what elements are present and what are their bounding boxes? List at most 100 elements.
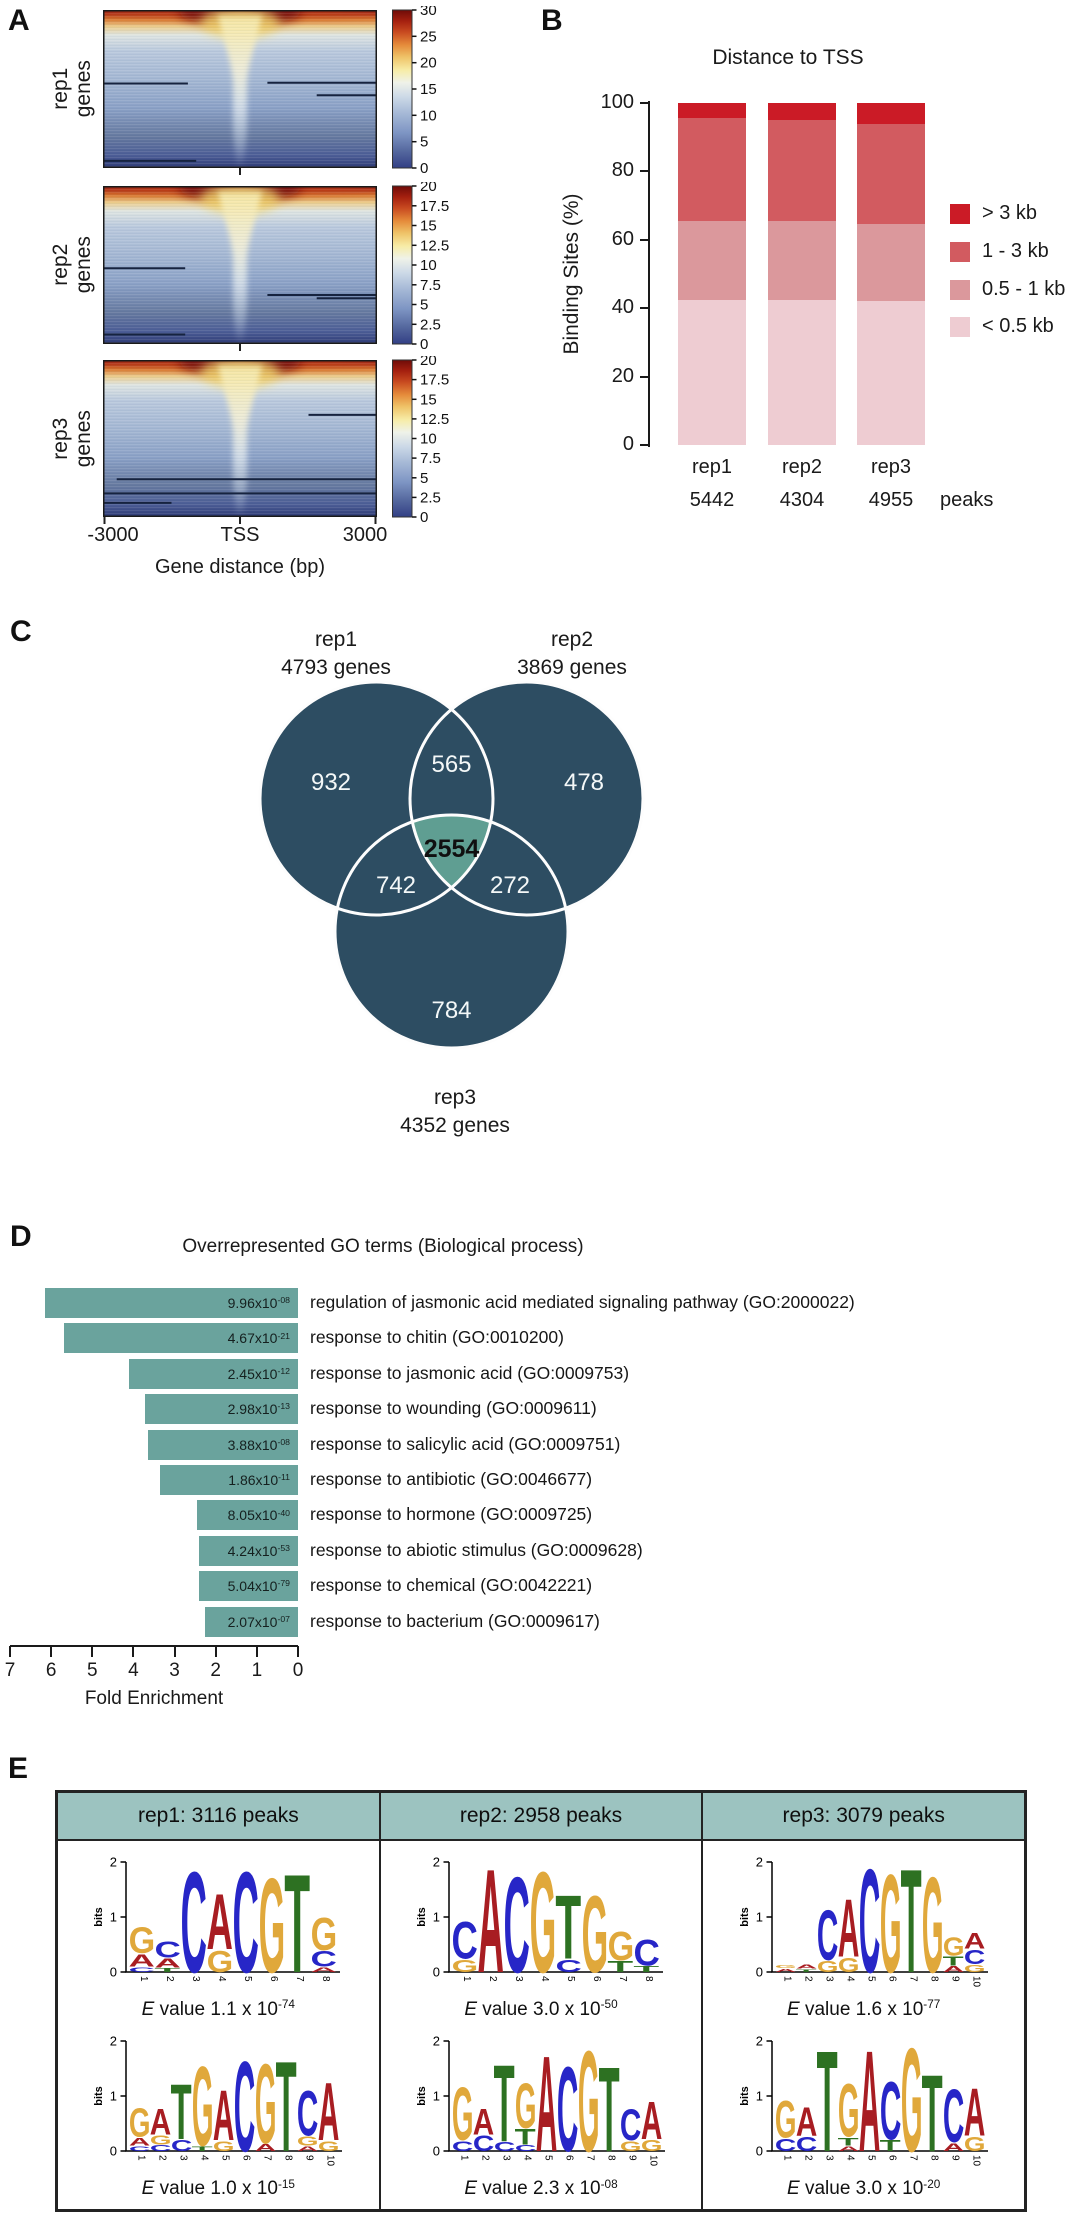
logo-position-label: 4 <box>844 1976 855 1982</box>
go-bar-pvalue: 3.88x10-08 <box>227 1436 290 1453</box>
logo-position-label: 1 <box>459 2155 470 2161</box>
logo-letter-G: G <box>608 1923 635 1969</box>
logo-letter-C: C <box>963 1946 984 1968</box>
logo-position-label: 10 <box>325 2155 336 2167</box>
logo-position-label: 9 <box>304 2155 315 2161</box>
logo-letter-C: C <box>181 1850 207 1998</box>
logo-position-label: 3 <box>823 1976 834 1982</box>
go-axis-tick-label: 1 <box>251 1660 263 1681</box>
logo-letter-C: C <box>297 2078 318 2150</box>
logo-letter-C: C <box>129 1966 155 1973</box>
logo-letter-A: A <box>536 2029 557 2177</box>
logo-letter-G: G <box>452 2074 474 2158</box>
colorbar-tick-label: 12.5 <box>420 237 449 254</box>
go-bar <box>160 1465 298 1495</box>
logo-letter-T: T <box>192 2146 213 2153</box>
heatmap-xtick-center: TSS <box>220 524 260 546</box>
colorbar-tick-label: 20 <box>420 356 437 369</box>
logo-letter-T: T <box>795 1969 816 1973</box>
go-bar-pvalue: 2.98x10-13 <box>227 1401 290 1418</box>
logo-letter-T: T <box>515 2126 537 2150</box>
logo-letter-G: G <box>452 1955 479 1975</box>
logo-letter-C: C <box>504 1850 530 1998</box>
panel-c-label: C <box>10 615 32 648</box>
logo-position-label: 5 <box>865 2155 876 2161</box>
heatmap-row-label: rep2 genes <box>44 186 102 344</box>
logo-position-label: 1 <box>461 1976 472 1982</box>
logo-letter-T: T <box>155 1967 182 1972</box>
colorbar-tick-label: 2.5 <box>420 489 441 506</box>
go-term-label: regulation of jasmonic acid mediated sig… <box>310 1292 855 1312</box>
logo-ytick: 2 <box>433 2034 440 2049</box>
logo-letter-C: C <box>311 1947 337 1971</box>
go-term-label: response to chitin (GO:0010200) <box>310 1327 564 1348</box>
logo-bits-label: bits <box>739 1907 751 1927</box>
logo-letter-C: C <box>879 2066 900 2158</box>
tss-heatmap-plot <box>103 186 377 351</box>
go-bar-pvalue: 4.67x10-21 <box>227 1330 290 1347</box>
logo-evalue: E value 3.0 x 10-50 <box>464 1998 618 2020</box>
logo-letter-T: T <box>816 2029 837 2177</box>
colorbar-tick-label: 15 <box>420 218 437 235</box>
logo-letter-G: G <box>259 1850 286 1998</box>
stacked-bar-segment <box>768 120 836 221</box>
go-bar-pvalue: 2.07x10-07 <box>227 1613 290 1630</box>
logo-letter-G: G <box>641 2137 663 2154</box>
go-term-label: response to abiotic stimulus (GO:0009628… <box>310 1539 643 1560</box>
colorbar-tick-label: 20 <box>420 182 437 195</box>
stacked-bar-segment <box>857 301 925 445</box>
logo-letter-A: A <box>858 2029 879 2177</box>
colorbar-tick-label: 15 <box>420 81 437 98</box>
logo-evalue: E value 1.1 x 10-74 <box>141 1998 295 2020</box>
venn-count-center: 2554 <box>424 835 480 863</box>
venn-count-rep2-only: 478 <box>564 769 604 796</box>
motif-column-header: rep1: 3116 peaks <box>58 1793 379 1841</box>
logo-letter-T: T <box>633 1964 659 1973</box>
logo-letter-G: G <box>880 1850 902 1998</box>
motif-column-header: rep3: 3079 peaks <box>703 1793 1025 1841</box>
logo-ytick: 2 <box>110 2034 117 2049</box>
logo-letter-G: G <box>964 1963 986 1974</box>
logo-letter-G: G <box>515 2071 537 2142</box>
logo-letter-A: A <box>837 1883 858 1975</box>
logo-letter-G: G <box>255 2040 277 2168</box>
logo-letter-G: G <box>775 1964 797 1969</box>
logo-position-label: 3 <box>501 2155 512 2161</box>
heatmap-row-label-text: rep3 genes <box>49 409 95 468</box>
venn-count-rep1-only: 932 <box>311 769 351 796</box>
panel-d-label: D <box>10 1220 32 1253</box>
logo-letter-C: C <box>452 1910 478 1969</box>
heatmap-row-label-text: rep1 genes <box>49 60 95 118</box>
legend-label: > 3 kb <box>982 202 1038 224</box>
go-axis-tick-label: 7 <box>4 1660 16 1681</box>
logo-letter-G: G <box>964 2134 986 2157</box>
stacked-bar-segment <box>857 123 925 225</box>
logo-letter-C: C <box>129 2146 150 2153</box>
logo-position-label: 5 <box>220 2155 231 2161</box>
logo-letter-C: C <box>795 2134 816 2156</box>
logo-position-label: 1 <box>781 2155 792 2161</box>
colorbar-tick-label: 25 <box>420 28 437 45</box>
go-axis-tick-label: 5 <box>87 1660 98 1681</box>
go-bar <box>205 1606 298 1637</box>
y-axis-tick-label: 40 <box>611 296 634 319</box>
heatmap-row-label: rep3 genes <box>44 360 102 517</box>
logo-letter-A: A <box>774 1968 795 1973</box>
logo-position-label: 4 <box>199 2155 210 2161</box>
y-axis-tick <box>640 375 648 378</box>
logo-position-label: 6 <box>591 1976 602 1982</box>
stacked-bar-segment <box>678 220 746 300</box>
logo-letter-C: C <box>557 2041 578 2177</box>
logo-position-label: 7 <box>907 1976 918 1982</box>
logo-position-label: 7 <box>585 2155 596 2161</box>
logo-letter-C: C <box>234 2034 255 2177</box>
legend-swatch <box>950 317 970 337</box>
go-bar-pvalue: 9.96x10-08 <box>227 1295 290 1311</box>
logo-bits-label: bits <box>416 2087 428 2107</box>
logo-position-label: 9 <box>949 2155 960 2161</box>
tss-heatmap <box>103 10 377 176</box>
